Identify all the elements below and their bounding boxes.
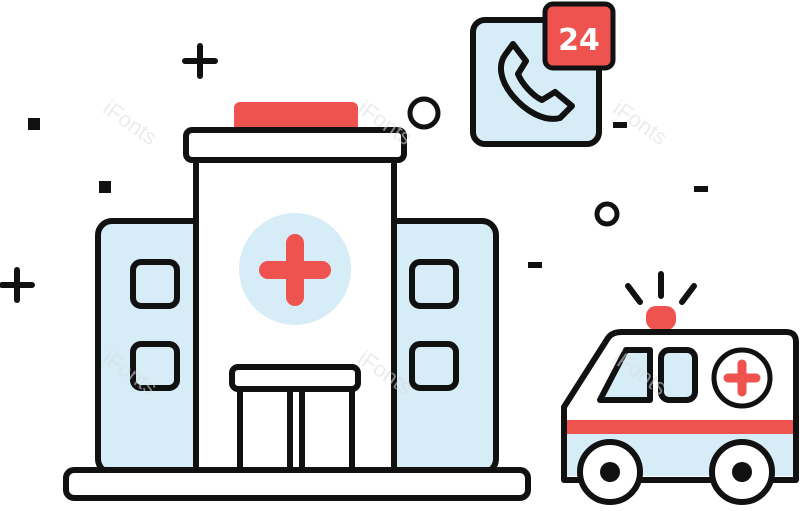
medical-cross-icon [239,213,351,325]
ambulance-icon [561,271,799,505]
hospital-building-icon [63,102,531,501]
ring-marks [407,96,620,227]
dot-marks [28,118,708,268]
phone-24h-icon: 24 [470,1,616,147]
siren-light-icon [625,271,697,330]
sparkle-icon [0,43,218,303]
badge-24: 24 [558,23,600,58]
